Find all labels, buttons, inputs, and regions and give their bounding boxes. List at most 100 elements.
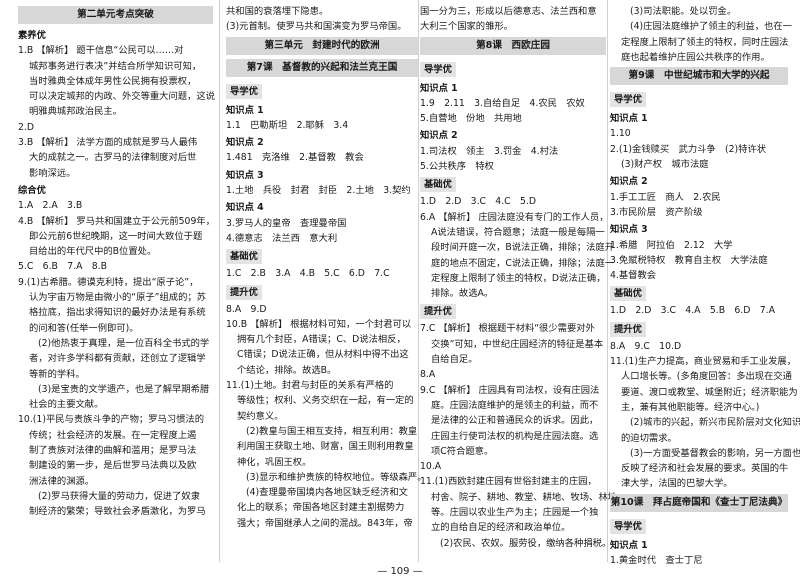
text-line: 认为宇宙万物是由微小的“原子”组成的；苏 [29,292,206,304]
knowledge-point: 知识点 1 [226,104,264,116]
column-1: 第二单元考点突破 素养优 1.B 【解析】 题干信息“公民可以……对 城邦事务进… [18,4,215,520]
text-line: 10.B 【解析】 根据材料可知，一个封君可以 [226,318,412,330]
column-divider [418,0,419,562]
text-line: 当时雅典全体成年男性公民拥有投票权， [29,75,197,87]
text-line: 国一分为三，形成以后德意志、法兰西和意 [420,6,597,17]
column-4: (3)司法职能。处以罚金。 (4)庄园法庭维护了领主的利益，也在一 定程度上限制… [610,4,800,568]
knowledge-point: 知识点 2 [420,130,458,142]
text-line: 大利三个国家的雏形。 [420,21,513,33]
text-line: (3)财产权 城市法庭 [621,159,709,171]
text-line: (2)他热衷于真理，是一位百科全书式的学 [38,337,210,349]
text-line: (2)农民、农奴。服劳役，缴纳各种捐税。 [440,537,612,549]
answer-q10: 10.(1)平民与贵族斗争的产物；罗马习惯法的 传统；社会经济的发展。在一定程度… [18,412,213,519]
text-line: 等。庄园以农业生产为主；庄园是一个独 [431,507,599,519]
text-line: 2.(1)金钱赎买 武力斗争 (2)特许状 [610,143,767,155]
column-3: 国一分为三，形成以后德意志、法兰西和意 大利三个国家的雏形。 第8课 西欧庄园 … [420,4,617,551]
text-line: 的迫切需求。 [621,432,677,444]
text-line: 村舍、院子、耕地、教堂、耕地、牧场、林地 [431,491,617,503]
text-line: 拥有几个封臣，A错误；C、D说法相反， [237,334,406,346]
tag-label: 导学优 [610,92,646,108]
text-line: 自给自足。 [431,354,478,366]
text-line: 3.免赋税特权 教育自主权 大学法庭 [610,254,768,266]
text-line: 定程度上限制了领主的特权，D说法正确， [431,272,606,284]
text-line: (2)教皇与国王相互支持，相互利用：教皇 [246,425,418,437]
answer-q11: 11.(1)西欧封建庄园有世俗封建主的庄园， 村舍、院子、耕地、教堂、耕地、牧场… [420,474,617,550]
text-line: (2)罗马获得大量的劳动力，促进了奴隶 [38,490,200,502]
text-line: 的问和答(任举一例即可)。 [29,322,139,334]
text-line: (2)城市的兴起，新兴市民阶层对文化知识 [630,417,800,429]
knowledge-point: 知识点 3 [610,224,648,236]
lesson-header: 第9课 中世纪城市和大学的兴起 [610,67,788,86]
answer-q9: 9.(1)古希腊。德谟克利特，提出“原子论”， 认为宇宙万物是由微小的“原子”组… [18,275,213,413]
text-line: 10.A [420,461,442,473]
text-line: 4.基督教会 [610,270,657,282]
text-line: 主，兼有其他职能等。经济中心。) [621,401,760,413]
tag-label: 导学优 [226,83,262,99]
text-line: 神化，巩固王权。 [237,456,312,468]
tag-label: 导学优 [610,518,646,534]
tag-label: 基础优 [420,177,456,193]
text-line: 目给出的年代尺中的B位置处。 [29,246,157,258]
text-line: 排除。故选A。 [431,288,494,300]
text-line: (4)庄园法庭维护了领主的利益，也在一 [630,21,792,33]
answer-line: 1.黄金时代 查士丁尼 [610,555,703,567]
section-header: 第二单元考点突破 [18,6,213,24]
text-line: 11.(1)生产力提高，商业贸易和手工业发展， [610,356,797,368]
knowledge-point: 知识点 1 [610,539,648,551]
tag-label: 提升优 [226,284,262,300]
text-line: 人口增长等。(多角度回答：多出现在交通 [621,371,792,383]
answer-q3: 3.B 【解析】 法学方面的成就是罗马人最伟 大的成就之一。古罗马的法律制度对后… [18,135,213,181]
text-line: 契约意义。 [237,410,284,422]
answer-line: 1.D 2.D 3.C 4.A 5.B 6.D 7.A [610,305,775,317]
answer-line: 1.A 2.A 3.B [18,200,83,212]
tag-label: 基础优 [226,249,262,265]
text-line: 可以决定城邦的内政、外交等重大问题，这说 [29,91,215,103]
knowledge-point: 知识点 1 [420,82,458,94]
text-line: 格拉底，指出求得知识的最好办法是有系统 [29,307,206,319]
text-line: 1.希腊 阿拉伯 2.12 大学 [610,239,733,251]
sub-heading: 综合优 [18,184,46,196]
tag-label: 提升优 [420,304,456,320]
knowledge-point: 知识点 4 [226,202,264,214]
answer-q2: 2.D [18,121,35,133]
text-line: 即公元前6世纪晚期，这一时间大致位于题 [29,230,203,242]
text-line: 段时间开庭一次，B说法正确，排除；法庭开 [431,242,615,254]
column-divider [219,0,220,562]
text-line: (3)元首制。使罗马共和国演变为罗马帝国。 [226,21,407,33]
text-line: 制经济的繁荣；导致社会矛盾激化，为罗马 [29,506,206,518]
text-line: 个结论，排除。故选B。 [237,364,337,376]
text-line: 明雅典城邦政治民主。 [29,106,122,118]
text-line: 4.德意志 法兰西 意大利 [226,232,338,244]
text-line: 庄园主行使司法权的机构是庄园法庭。选 [431,430,599,442]
knowledge-point: 知识点 1 [610,113,648,125]
answer-line: 1.土地 兵役 封君 封臣 2.土地 3.契约 [226,185,411,197]
text-line: 1.B 【解析】 题干信息“公民可以……对 [18,45,184,57]
text-line: 大的成就之一。古罗马的法律制度对后世 [29,152,197,164]
text-line: 强大；帝国继承人之间的混战。843年，帝 [237,517,413,529]
text-line: 制建设的第一步，是后世罗马法典以及欧 [29,460,197,472]
text-line: (4)查理曼帝国境内各地区缺乏经济和文 [246,487,408,499]
answer-q11: 11.(1)土地。封君与封臣的关系有严格的 等级性；权利、义务交织在一起，有一定… [226,378,427,531]
answer-q4: 4.B 【解析】 罗马共和国建立于公元前509年， 即公元前6世纪晚期，这一时间… [18,214,215,260]
text-line: 3.B 【解析】 法学方面的成就是罗马人最伟 [18,137,198,149]
text-line: 交换”可知，中世纪庄园经济的特征是基本 [431,338,604,350]
text-line: 10.(1)平民与贵族斗争的产物；罗马习惯法的 [18,414,205,426]
answer-line: 1.1 巴勒斯坦 2.耶稣 3.4 [226,119,349,131]
text-line: 4.B 【解析】 罗马共和国建立于公元前509年， [18,215,215,227]
text-line: 庭的地点不固定，C说法正确，排除；法庭一 [431,257,615,269]
answer-q10: 10.B 【解析】 根据材料可知，一个封君可以 拥有几个封臣，A错误；C、D说法… [226,317,418,378]
answer-line: 1.481 克洛维 2.基督教 教会 [226,152,364,164]
text-line: 定程度上限制了领主的特权，同时庄园法 [621,36,789,48]
text-line: 城邦事务进行表决”并结合所学知识可知， [29,60,202,72]
text-line: (3)是宝贵的文学遗产，也是了解早期希腊 [38,383,210,395]
answer-line: 1.D 2.D 3.C 4.C 5.D [420,196,536,208]
sub-heading: 素养优 [18,30,46,41]
column-divider [607,0,608,562]
tag-label: 提升优 [610,321,646,337]
knowledge-point: 知识点 2 [610,176,648,188]
text-line: 11.(1)西欧封建庄园有世俗封建主的庄园， [420,476,597,488]
text-line: 1.10 [610,128,631,140]
text-line: 利用国王获取土地、财富，国王则利用教皇 [237,441,414,453]
text-line: 1.司法权 领主 3.罚金 4.村法 [420,145,559,157]
text-line: (3)司法职能。处以罚金。 [630,6,737,17]
